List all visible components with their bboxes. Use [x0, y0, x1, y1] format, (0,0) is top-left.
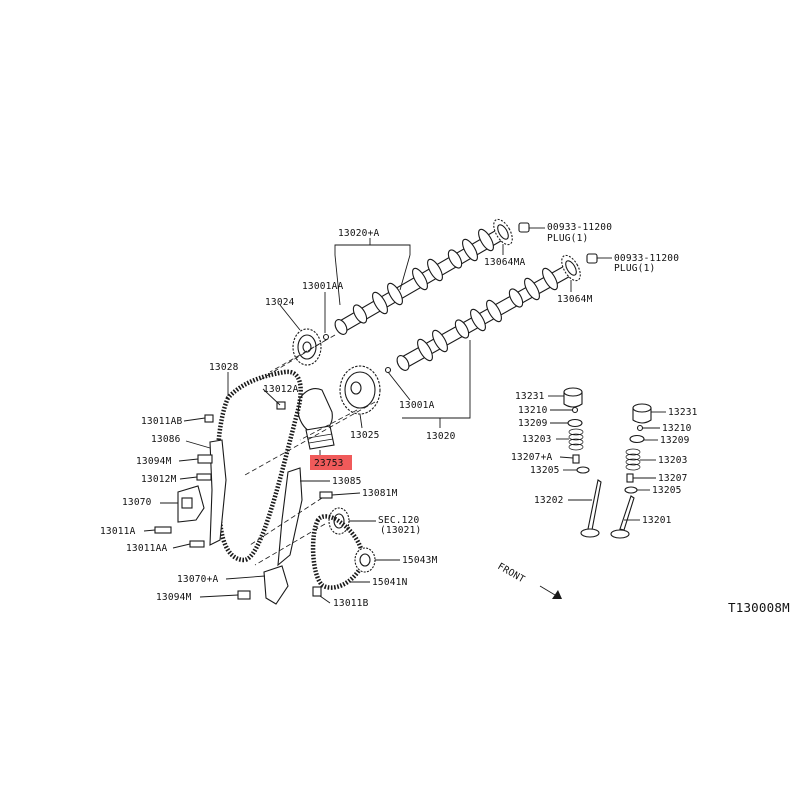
label-13001aa: 13001AA [302, 281, 344, 292]
label-13025: 13025 [350, 430, 380, 441]
label-13209-left: 13209 [518, 418, 548, 429]
label-13210-left: 13210 [518, 405, 548, 416]
label-15043m: 15043M [402, 555, 438, 566]
label-13094m-top: 13094M [136, 456, 172, 467]
label-13085: 13085 [332, 476, 362, 487]
bolts [154, 401, 333, 600]
oil-pump-chain [310, 514, 376, 590]
crank-sprocket [328, 507, 350, 535]
label-13231-left: 13231 [515, 391, 545, 402]
label-13210-right: 13210 [662, 423, 692, 434]
label-13011a: 13011A [100, 526, 136, 537]
figure-code: T130008M [728, 600, 790, 615]
label-13201: 13201 [642, 515, 672, 526]
label-13205-left: 13205 [530, 465, 560, 476]
label-00933-plug-1: 00933-11200 [547, 222, 612, 233]
leader-lines [143, 227, 666, 604]
label-15041n: 15041N [372, 577, 408, 588]
intake-camshaft [334, 218, 530, 335]
intake-sprocket [292, 328, 330, 366]
callout-labels: 13020+A 00933-11200 PLUG(1) 00933-11200 … [100, 222, 790, 615]
tension-guide [263, 467, 303, 605]
label-13011ab: 13011AB [141, 416, 183, 427]
label-23753: 23753 [314, 458, 344, 469]
label-13011b: 13011B [333, 598, 369, 609]
solenoid-valve [297, 388, 335, 450]
label-13070: 13070 [122, 497, 152, 508]
label-13081m: 13081M [362, 488, 398, 499]
label-13231-right: 13231 [668, 407, 698, 418]
label-13011aa: 13011AA [126, 543, 168, 554]
chain-tensioner [177, 485, 205, 523]
label-13209-right: 13209 [660, 435, 690, 446]
label-13024: 13024 [265, 297, 295, 308]
front-direction-arrow [539, 585, 562, 599]
label-sec-120: SEC.120 [378, 515, 420, 526]
label-13001a: 13001A [399, 400, 435, 411]
label-13203-left: 13203 [522, 434, 552, 445]
label-13205-right: 13205 [652, 485, 682, 496]
label-00933-plug-2: 00933-11200 [614, 253, 679, 264]
valve-train-left [563, 387, 602, 538]
label-00933-plug-1-sub: PLUG(1) [547, 233, 588, 244]
label-13086: 13086 [151, 434, 181, 445]
label-13064ma: 13064MA [484, 257, 526, 268]
label-13020-a: 13020+A [338, 228, 380, 239]
label-sec-120-sub: (13021) [380, 525, 421, 536]
exhaust-camshaft [396, 253, 598, 371]
label-13020: 13020 [426, 431, 456, 442]
label-13207: 13207 [658, 473, 688, 484]
label-13012a: 13012A [263, 384, 299, 395]
label-13202: 13202 [534, 495, 564, 506]
exhaust-vtc-sprocket [339, 365, 392, 415]
highlight-23753 [310, 455, 352, 470]
label-13028: 13028 [209, 362, 239, 373]
label-13070-a: 13070+A [177, 574, 219, 585]
label-00933-plug-2-sub: PLUG(1) [614, 263, 655, 274]
label-front: FRONT [496, 561, 527, 585]
label-13094m-bottom: 13094M [156, 592, 192, 603]
valve-train-right [610, 403, 652, 539]
label-13064m: 13064M [557, 294, 593, 305]
chain-guide-left [209, 439, 227, 546]
label-13203-right: 13203 [658, 455, 688, 466]
label-13012m: 13012M [141, 474, 177, 485]
label-13207-a: 13207+A [511, 452, 553, 463]
timing-chain [214, 369, 303, 563]
